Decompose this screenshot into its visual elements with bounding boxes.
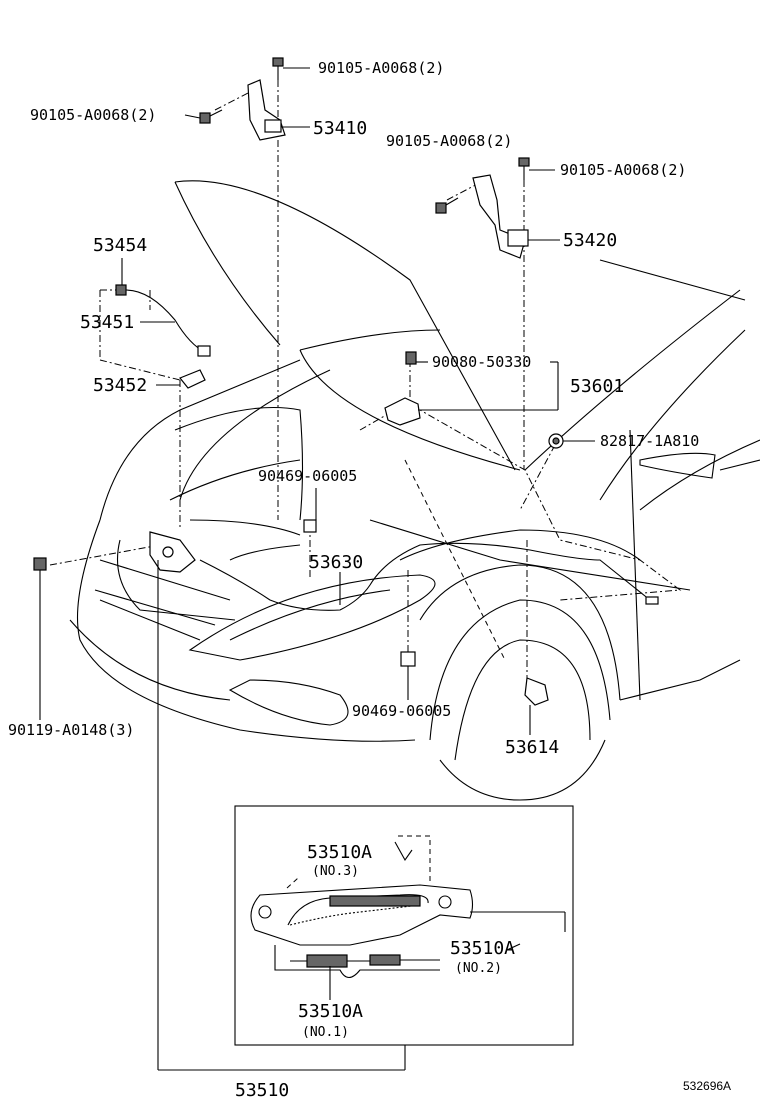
label-bolt-right-b: 90105-A0068(2) [560,161,686,179]
spring-inset-box [234,805,574,1046]
label-53630: 53630 [309,552,363,573]
label-bolt-left: 90105-A0068(2) [30,106,156,124]
label-spring-no3: 53510A [307,842,372,863]
solid-leaders [39,67,595,1071]
release-cable-icon [199,542,659,611]
label-spring-no2: 53510A [450,938,515,959]
dashed-leaders [49,80,682,680]
hood-hinge-left-icon [247,79,286,141]
label-spring-no1: 53510A [298,1001,363,1022]
label-90080: 90080-50330 [432,353,531,371]
label-spring-no2-note: (NO.2) [455,961,502,976]
label-bolt-top: 90105-A0068(2) [318,59,444,77]
car-outline [69,180,760,801]
label-90119: 90119-A0148(3) [8,721,134,739]
label-53454: 53454 [93,235,147,256]
hood-lock-release-lever-icon [384,397,421,426]
label-hinge-right: 53420 [563,230,617,251]
clip-90080-icon [405,351,417,365]
label-53614: 53614 [505,737,559,758]
label-90469-upper: 90469-06005 [258,467,357,485]
clip-lower-90469-icon [400,651,416,667]
hood-hinge-right-icon [472,174,529,259]
label-53510: 53510 [235,1080,289,1101]
clip-upper-90469-icon [303,519,317,533]
label-90469-lower: 90469-06005 [352,702,451,720]
bolt-left-icon [199,109,223,124]
bolt-90119-icon [33,557,47,571]
bolt-right-a-icon [435,197,459,214]
label-hinge-left: 53410 [313,118,367,139]
label-82817: 82817-1A810 [600,432,699,450]
rod-holder-icon [179,369,206,389]
grommet-82817-icon [548,433,564,449]
figure-reference: 532696A [683,1079,731,1093]
bolt-right-b-icon [518,157,530,180]
cable-clamp-53614-icon [524,677,549,706]
hood-lock-icon [149,531,196,573]
label-spring-no3-note: (NO.3) [312,864,359,879]
label-bolt-right-a: 90105-A0068(2) [386,132,512,150]
label-53601: 53601 [570,376,624,397]
bolt-top-icon [272,57,284,80]
part-labels: 90105-A0068(2) 90105-A0068(2) 53410 9010… [8,59,731,1101]
label-spring-no1-note: (NO.1) [302,1025,349,1040]
label-53451: 53451 [80,312,134,333]
label-53452: 53452 [93,375,147,396]
hood-support-rod-icon [115,284,211,357]
